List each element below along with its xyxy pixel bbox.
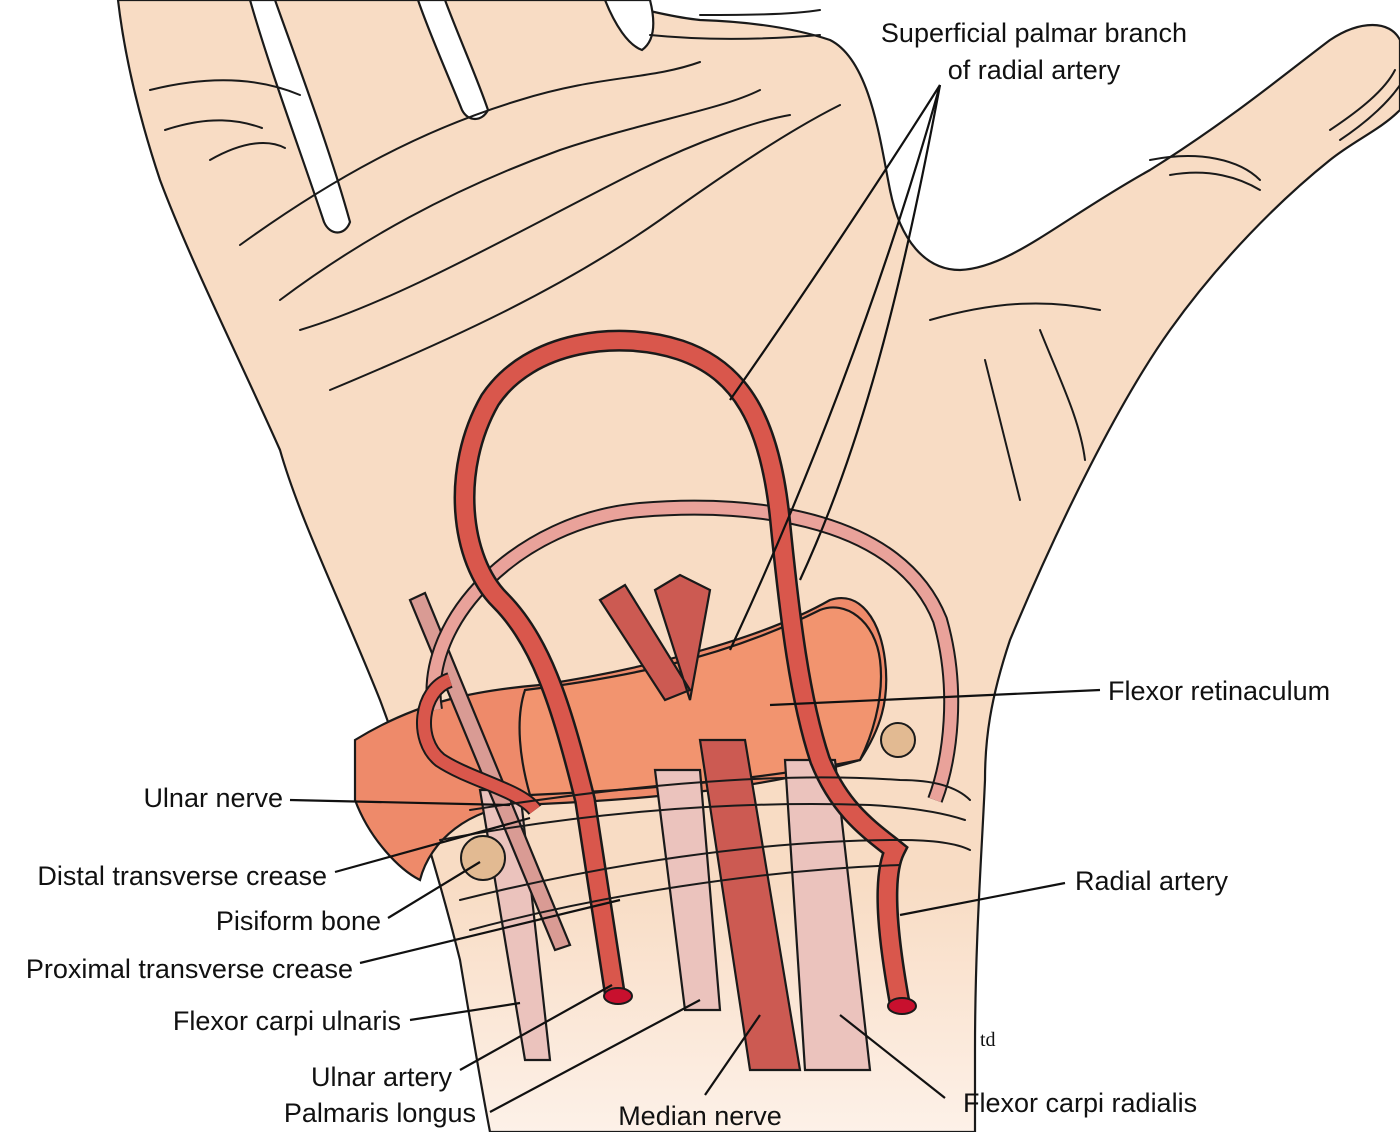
finger-gap-3 [603,0,655,52]
median-nerve-shape [698,738,802,1072]
label-flexor-carpi-ulnaris: Flexor carpi ulnaris [173,1006,401,1036]
palm-skin [116,0,1400,1132]
median-nerve-branches [598,573,712,702]
ulnar-branch-hook-fill [418,674,540,815]
ulnar-artery-loop [456,332,909,1007]
finger-gap-2 [416,0,490,121]
label-palmaris-longus: Palmaris longus [284,1098,476,1128]
label-radial-artery: Radial artery [1075,866,1229,896]
pisiform-bone-shape [460,835,506,881]
label-median-nerve: Median nerve [618,1101,782,1131]
label-pisiform-bone: Pisiform bone [216,906,381,936]
ulnar-artery-cut-end [603,987,633,1005]
label-superficial-palmar-branch-2: of radial artery [948,55,1121,85]
label-distal-transverse-crease: Distal transverse crease [37,861,327,891]
label-flexor-carpi-radialis: Flexor carpi radialis [963,1088,1197,1118]
palm-creases [149,9,1400,501]
finger-gap-1 [248,0,352,234]
artist-signature: td [980,1029,996,1051]
label-ulnar-nerve: Ulnar nerve [143,783,283,813]
label-ulnar-artery: Ulnar artery [311,1062,453,1092]
label-proximal-transverse-crease: Proximal transverse crease [26,954,353,984]
radial-artery-cut-end [887,997,917,1015]
wrist-creases [439,776,971,931]
hamate-hook-shape [880,722,916,758]
palmaris-longus-tendon [653,768,722,1012]
leader-lines [289,84,1101,1113]
label-flexor-retinaculum: Flexor retinaculum [1108,676,1330,706]
label-superficial-palmar-branch-1: Superficial palmar branch [881,18,1187,48]
